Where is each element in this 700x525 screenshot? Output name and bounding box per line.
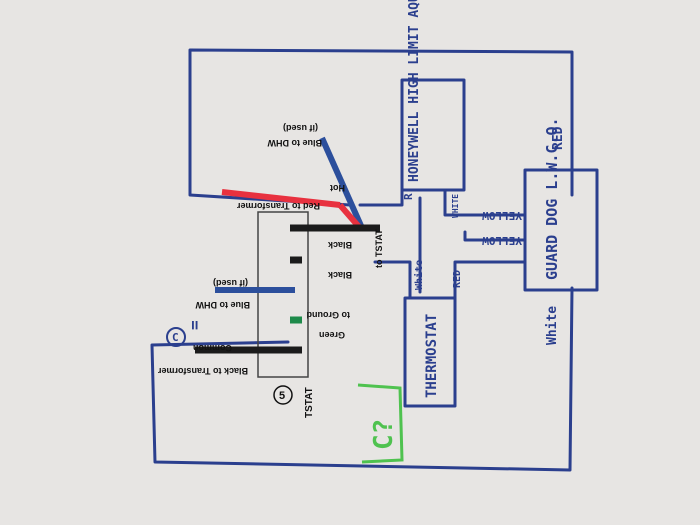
to-tstat-label: to TSTAT [374,229,384,268]
r-wire [358,178,404,207]
r-mark: R [402,193,415,200]
honeywell-label: HONEYWELL HIGH LIMIT AQUASTAT [407,0,422,182]
white-tstat-label: White [413,260,425,290]
green-note: C? [369,419,399,450]
c-circle [166,327,186,347]
equals-mark: = [185,320,204,330]
red-tstat-wire [453,260,527,302]
red-label-top-right: RED [551,126,566,150]
yellow-label-2: YELLOW [482,234,522,247]
honeywell-aquastat-box [400,78,466,192]
red-transformer-label: Red to Transformer [236,201,320,211]
terminal-number-circle [273,385,293,405]
honeywell-label-text: HONEYWELL HIGH LIMIT AQUASTAT [407,0,422,182]
thermostat-label: THERMOSTAT [424,314,440,398]
black-label-2: Black [327,270,352,280]
thermostat-box [403,296,457,408]
if-used-top-label: (if used) [283,123,318,133]
terminal-strip [257,211,309,378]
c-circle-label: C [172,331,179,344]
if-used-mid-label: (if used) [213,278,248,288]
yellow-wire-2 [463,230,527,242]
blue-dhw-wire-top [319,136,365,230]
tstat-label: TSTAT [304,387,315,418]
blue-dhw-mid-label: Blue to DHW [195,300,250,310]
white-label-bottom-right: White [545,306,560,345]
to-ground-label: to Ground [307,310,351,320]
common-label: Common [193,343,232,353]
yellow-wire-1 [443,188,527,217]
red-transformer-wire [221,189,341,208]
terminal-number: 5 [279,390,285,402]
blue-dhw-top-label: Blue to DHW [267,138,322,148]
green-note-bracket [357,383,404,464]
hot-label: Hot [330,183,345,193]
green-label: Green [319,330,345,340]
white-tstat-wire [373,260,412,300]
black-transformer-label: Black to Transformer [157,366,248,376]
red-tstat-label: RED [452,270,463,288]
red-wire-bend [337,203,363,230]
guard-dog-label: GUARD DOG L.W.C.O. [543,117,561,280]
yellow-label-1: YELLOW [482,209,522,222]
black-label-1: Black [327,240,352,250]
white-small-label: WHITE [451,194,460,218]
guard-dog-box [523,168,599,292]
